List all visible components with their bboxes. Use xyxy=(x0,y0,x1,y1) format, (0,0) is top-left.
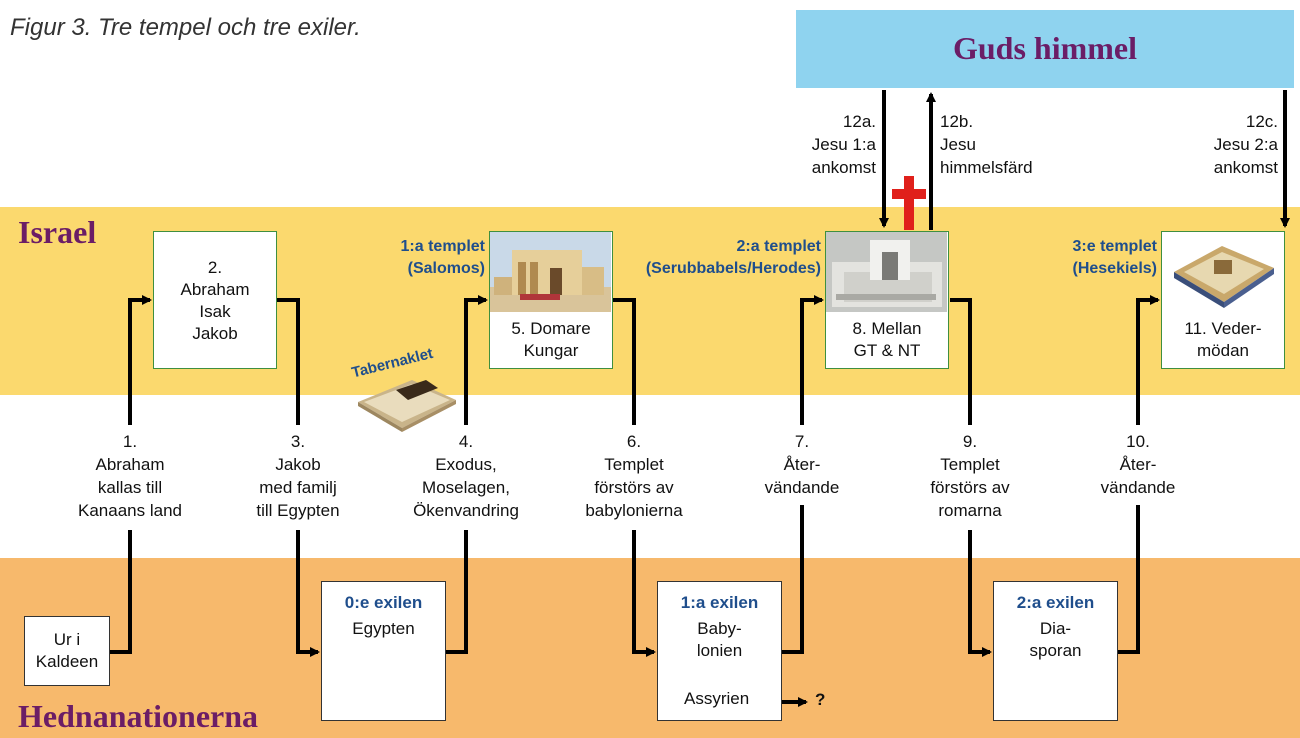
vedermodan-box: 11. Veder- mödan xyxy=(1161,231,1285,369)
first-exile-title: 1:a exilen xyxy=(680,593,759,612)
step-6: 6. Templet förstörs av babylonierna xyxy=(585,432,683,520)
third-temple-sub: (Hesekiels) xyxy=(1072,260,1158,277)
cross-icon xyxy=(892,176,926,230)
first-temple-title: 1:a templet xyxy=(400,238,485,255)
assyria-label: Assyrien xyxy=(684,689,750,708)
jesus-12b-label: 12b. Jesu himmelsfärd xyxy=(940,112,1033,177)
figure-caption: Figur 3. Tre tempel och tre exiler. xyxy=(10,14,361,41)
mellan-box: 8. Mellan GT & NT xyxy=(825,231,949,369)
first-temple-sub: (Salomos) xyxy=(407,260,485,277)
third-temple-title: 3:e templet xyxy=(1072,238,1157,255)
path-step-7 xyxy=(782,300,822,654)
second-temple-label: 2:a templet (Serubbabels/Herodes) xyxy=(610,236,821,280)
jesus-12a-label: 12a. Jesu 1:a ankomst xyxy=(811,112,876,177)
tabernacle-image xyxy=(358,380,456,432)
domare-label: 5. Domare Kungar xyxy=(511,319,591,360)
step-4: 4. Exodus, Moselagen, Ökenvandring xyxy=(413,432,519,520)
second-temple-sub: (Serubbabels/Herodes) xyxy=(645,260,821,277)
israel-title: Israel xyxy=(18,214,97,250)
heaven-title: Guds himmel xyxy=(952,30,1138,66)
diasporan-box: 2:a exilen Dia- sporan xyxy=(993,581,1118,721)
path-step-4 xyxy=(446,300,486,654)
assyria-question: ? xyxy=(815,690,826,709)
step-3: 3. Jakob med familj till Egypten xyxy=(256,432,340,520)
path-step-10 xyxy=(1118,300,1158,654)
zero-exile-place: Egypten xyxy=(352,619,415,638)
third-temple-label: 3:e templet (Hesekiels) xyxy=(1000,236,1158,280)
step-7: 7. Åter- vändande xyxy=(764,432,840,497)
nations-title: Hednanationerna xyxy=(18,698,259,734)
second-temple-title: 2:a templet xyxy=(736,238,821,255)
mellan-label: 8. Mellan GT & NT xyxy=(852,319,922,360)
path-step-6 xyxy=(613,298,654,652)
path-step-3 xyxy=(277,298,318,652)
domare-box: 5. Domare Kungar xyxy=(489,231,613,369)
first-temple-label: 1:a templet (Salomos) xyxy=(330,236,485,280)
jesus-12c-label: 12c. Jesu 2:a ankomst xyxy=(1213,112,1278,177)
step-1: 1. Abraham kallas till Kanaans land xyxy=(78,432,182,520)
egypten-box: 0:e exilen Egypten xyxy=(321,581,446,721)
zero-exile-title: 0:e exilen xyxy=(344,593,423,612)
abraham-box: 2. Abraham Isak Jakob xyxy=(153,231,277,369)
vedermodan-label: 11. Veder- mödan xyxy=(1184,319,1262,360)
herod-temple-image xyxy=(826,232,947,312)
path-step-1 xyxy=(110,300,150,654)
step-10: 10. Åter- vändande xyxy=(1100,432,1176,497)
babylonien-box: 1:a exilen Baby- lonien Assyrien xyxy=(657,581,782,721)
path-step-9 xyxy=(950,298,990,652)
ur-box: Ur i Kaldeen xyxy=(24,616,110,686)
solomon-temple-image xyxy=(490,232,611,312)
ezekiel-temple-image xyxy=(1162,232,1283,312)
first-exile-place: Baby- lonien xyxy=(696,619,743,660)
heaven-box xyxy=(796,10,1294,88)
step-9: 9. Templet förstörs av romarna xyxy=(930,432,1010,520)
second-exile-place: Dia- sporan xyxy=(1029,619,1082,660)
second-exile-title: 2:a exilen xyxy=(1016,593,1095,612)
